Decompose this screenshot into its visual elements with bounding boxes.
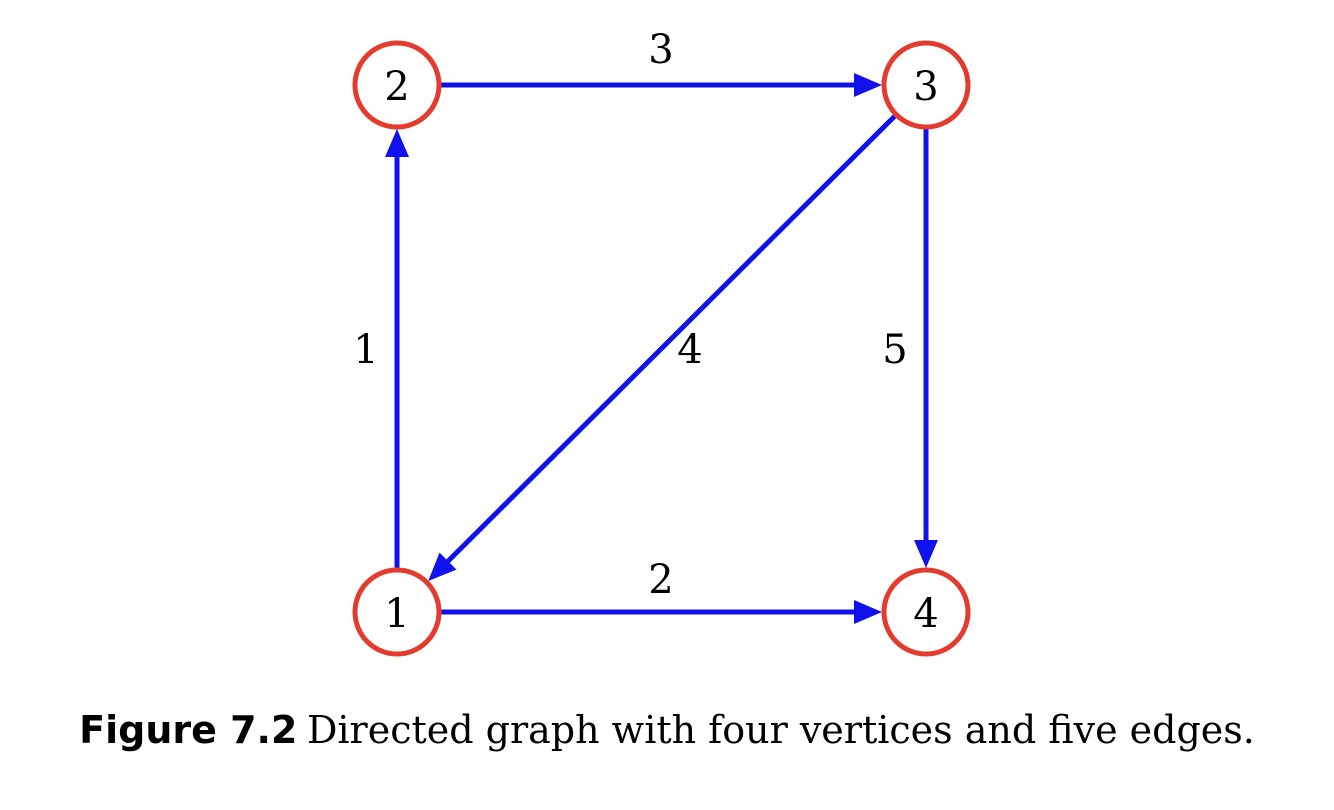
edge-1-to-2 xyxy=(385,129,409,570)
arrowhead-1-2 xyxy=(385,129,409,157)
vertex-label-3: 3 xyxy=(913,64,938,110)
edge-2-to-3 xyxy=(439,73,882,97)
vertex-4: 4 xyxy=(881,567,971,657)
edge-weight-label-3-1: 4 xyxy=(677,327,702,373)
edge-weight-label-1-4: 2 xyxy=(648,557,673,603)
vertex-circle-4 xyxy=(881,567,971,657)
edge-weight-label-2-3: 3 xyxy=(648,27,673,73)
figure-label: Figure 7.2 xyxy=(79,708,298,752)
arrowhead-3-4 xyxy=(914,540,938,568)
edge-3-to-4 xyxy=(914,127,938,568)
edge-labels-layer: 1 2 3 4 5 xyxy=(353,27,907,603)
arrowhead-1-4 xyxy=(854,600,882,624)
edge-3-to-1 xyxy=(428,112,899,581)
edge-line-3-1 xyxy=(444,112,899,565)
edge-weight-label-3-4: 5 xyxy=(882,327,907,373)
vertex-3: 3 xyxy=(881,40,971,130)
arrowhead-2-3 xyxy=(854,73,882,97)
vertex-2: 2 xyxy=(352,40,442,130)
vertex-label-4: 4 xyxy=(913,591,938,637)
nodes-layer: 1 2 3 4 xyxy=(352,40,971,657)
vertex-label-2: 2 xyxy=(384,64,409,110)
vertex-1: 1 xyxy=(352,567,442,657)
vertex-circle-2 xyxy=(352,40,442,130)
vertex-label-1: 1 xyxy=(384,591,409,637)
edge-1-to-4 xyxy=(439,600,882,624)
figure-caption-text: Directed graph with four vertices and fi… xyxy=(306,708,1255,752)
vertex-circle-3 xyxy=(881,40,971,130)
vertex-circle-1 xyxy=(352,567,442,657)
edge-weight-label-1-2: 1 xyxy=(353,327,378,373)
directed-graph-diagram: 1 2 3 4 5 1 2 3 4 xyxy=(352,27,971,657)
figure-caption: Figure 7.2 Directed graph with four vert… xyxy=(0,708,1334,753)
edges-layer xyxy=(385,73,938,624)
arrowhead-3-1 xyxy=(428,552,457,581)
